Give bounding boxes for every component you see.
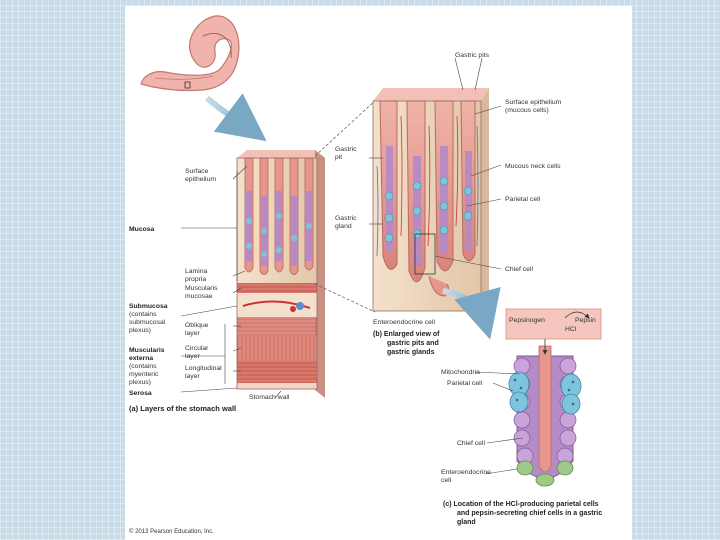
- zoom-arrow-1: [205, 93, 267, 142]
- caption-b-1: (b) Enlarged view of: [373, 331, 440, 338]
- caption-c-2: and pepsin-secreting chief cells in a ga…: [457, 510, 602, 517]
- label-gastric-pits-top: Gastric pits: [455, 52, 490, 59]
- enlarged-pits-block: [372, 88, 489, 312]
- label-parietal-cell-c: Parietal cell: [447, 380, 483, 387]
- label-lamina-propria-1: Lamina: [185, 268, 208, 275]
- label-surface-epithelium-b-2: (mucous cells): [505, 107, 549, 114]
- caption-b-3: gastric glands: [387, 349, 435, 356]
- label-longitudinal-layer-2: layer: [185, 373, 200, 380]
- label-stomach-wall: Stomach wall: [249, 394, 290, 401]
- label-chief-cell-c: Chief cell: [457, 440, 485, 447]
- label-submucosa-2: (contains: [129, 311, 157, 318]
- caption-c-1: (c) Location of the HCl-producing pariet…: [443, 501, 599, 508]
- label-submucosa-3: submucosal: [129, 319, 166, 326]
- label-circular-layer-1: Circular: [185, 345, 209, 352]
- label-enteroendocrine-cell-c-2: cell: [441, 477, 452, 484]
- stomach-icon: [140, 15, 240, 92]
- label-gastric-pit-2: pit: [335, 154, 342, 161]
- label-mucosa: Mucosa: [129, 226, 155, 233]
- leader-lines: [180, 57, 524, 475]
- copyright-text: © 2013 Pearson Education, Inc.: [129, 528, 214, 535]
- zoom-arrow-2: [442, 286, 501, 340]
- caption-b-2: gastric pits and: [387, 340, 439, 347]
- figure-panel: Gastric pits Surface epithelium (mucous …: [125, 6, 632, 540]
- gastric-gland-detail: [505, 308, 602, 487]
- label-pepsinogen: Pepsinogen: [509, 317, 545, 324]
- label-mitochondria: Mitochondria: [441, 369, 480, 376]
- label-submucosa-1: Submucosa: [129, 303, 168, 310]
- label-gastric-gland-2: gland: [335, 223, 352, 230]
- label-gastric-pit-1: Gastric: [335, 146, 357, 153]
- label-muscularis-mucosae-2: mucosae: [185, 293, 213, 300]
- label-muscularis-externa-3: (contains: [129, 363, 157, 370]
- label-surface-epithelium-a-1: Surface: [185, 168, 209, 175]
- label-mucous-neck-cells: Mucous neck cells: [505, 163, 561, 170]
- label-surface-epithelium-a-2: epithelium: [185, 176, 216, 183]
- label-chief-cell-b: Chief cell: [505, 266, 533, 273]
- label-muscularis-externa-4: myenteric: [129, 371, 159, 378]
- label-surface-epithelium-b-1: Surface epithelium: [505, 99, 562, 106]
- stomach-wall-block: [236, 150, 325, 398]
- caption-c-3: gland: [457, 519, 476, 526]
- label-muscularis-mucosae-1: Muscularis: [185, 285, 218, 292]
- label-muscularis-externa-2: externa: [129, 355, 153, 362]
- label-gastric-gland-1: Gastric: [335, 215, 357, 222]
- label-muscularis-externa-5: plexus): [129, 379, 151, 386]
- label-parietal-cell-b: Parietal cell: [505, 196, 541, 203]
- label-pepsin: Pepsin: [575, 317, 596, 324]
- label-enteroendocrine-cell-c-1: Enteroendocrine: [441, 469, 491, 476]
- label-submucosa-4: plexus): [129, 327, 151, 334]
- label-muscularis-externa-1: Muscularis: [129, 347, 165, 354]
- label-longitudinal-layer-1: Longitudinal: [185, 365, 222, 372]
- labels: Gastric pits Surface epithelium (mucous …: [129, 52, 602, 535]
- label-enteroendocrine-cell-b: Enteroendocrine cell: [373, 319, 435, 326]
- caption-a: (a) Layers of the stomach wall: [129, 404, 236, 413]
- label-serosa: Serosa: [129, 390, 152, 397]
- label-oblique-layer-1: Oblique: [185, 322, 209, 329]
- label-oblique-layer-2: layer: [185, 330, 200, 337]
- label-hcl: HCl: [565, 326, 577, 333]
- label-lamina-propria-2: propria: [185, 276, 206, 283]
- label-circular-layer-2: layer: [185, 353, 200, 360]
